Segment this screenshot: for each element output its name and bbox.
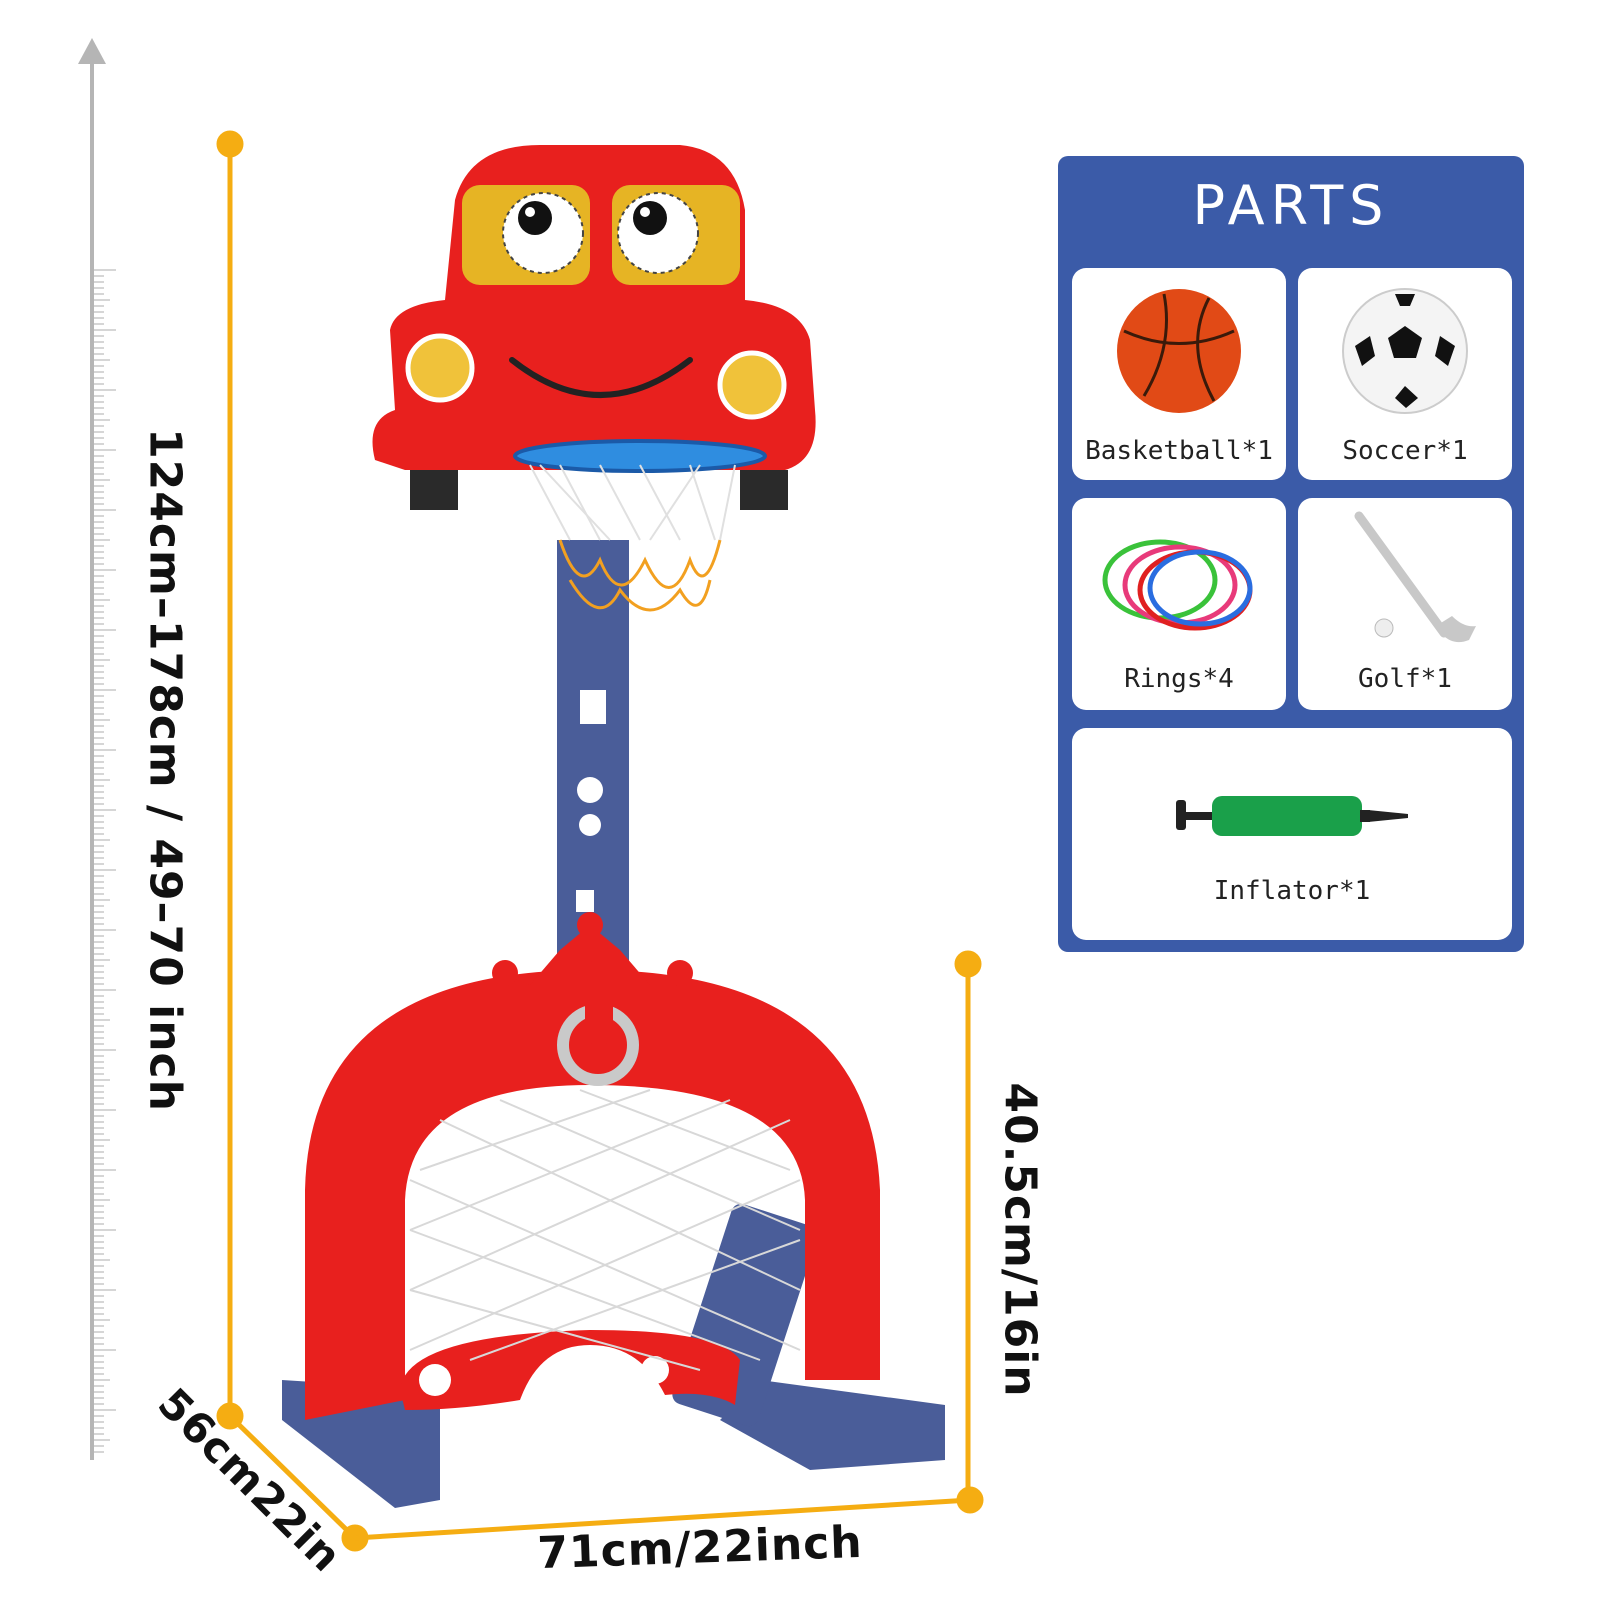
ruler-arrow-icon bbox=[78, 38, 106, 64]
dimension-lines bbox=[216, 130, 984, 1552]
part-soccer-label: Soccer*1 bbox=[1342, 436, 1468, 466]
part-inflator: Inflator*1 bbox=[1072, 728, 1512, 940]
part-rings: Rings*4 bbox=[1072, 498, 1286, 710]
height-dimension-label: 124cm–178cm / 49–70 inch bbox=[139, 428, 191, 1112]
inflator-pump-icon bbox=[1176, 796, 1408, 836]
part-basketball-label: Basketball*1 bbox=[1085, 436, 1273, 466]
part-basketball: Basketball*1 bbox=[1072, 268, 1286, 480]
soccer-ball-icon bbox=[1342, 288, 1468, 414]
rings-icon bbox=[1102, 539, 1253, 631]
height-ruler bbox=[78, 38, 116, 1460]
part-golf: Golf*1 bbox=[1298, 498, 1512, 710]
parts-panel: PARTS Basketball*1 Soccer*1 Rings*4 bbox=[1058, 156, 1524, 952]
parts-title: PARTS bbox=[1192, 174, 1390, 237]
part-rings-label: Rings*4 bbox=[1124, 664, 1234, 694]
golf-club-icon bbox=[1354, 511, 1476, 643]
part-golf-label: Golf*1 bbox=[1358, 664, 1452, 694]
basketball-icon bbox=[1117, 289, 1241, 413]
goal-height-dimension-label: 40.5cm/16in bbox=[994, 1082, 1046, 1398]
toy-hoop-stand bbox=[282, 145, 945, 1508]
part-soccer: Soccer*1 bbox=[1298, 268, 1512, 480]
part-inflator-label: Inflator*1 bbox=[1213, 876, 1371, 906]
